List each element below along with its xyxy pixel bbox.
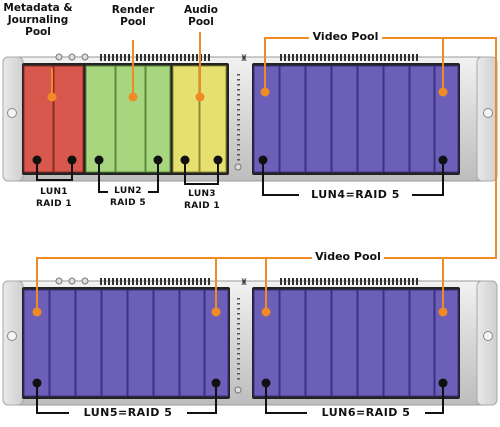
video-pool-bottom-label: Video Pool (312, 251, 384, 263)
vent-grille (280, 54, 418, 61)
audio-pool-drives (172, 65, 227, 173)
lock-icon: ♜ (240, 278, 248, 288)
power-icon (234, 163, 242, 171)
video-pool-drives (253, 289, 459, 397)
lun-markers (32, 155, 448, 388)
power-icon (55, 53, 63, 61)
vent-grille (100, 278, 210, 285)
video-pool-top-label: Video Pool (309, 31, 382, 43)
power-icon (234, 386, 242, 394)
screw-icon (81, 277, 89, 285)
lun-brackets (36, 160, 444, 414)
render-pool-label: Render Pool (105, 4, 161, 28)
lock-icon: ♜ (240, 54, 248, 64)
screw-icon (7, 331, 17, 341)
screw-icon (7, 108, 17, 118)
vent-grille (100, 54, 210, 61)
top-enclosure: ♜ (2, 53, 498, 182)
lun5-label: LUN5=RAID 5 (69, 407, 187, 418)
screw-icon (81, 53, 89, 61)
pool-connectors (36, 32, 497, 312)
audio-pool-label: Audio Pool (180, 4, 222, 28)
power-icon (55, 277, 63, 285)
lun3-raid-label: RAID 1 (184, 201, 220, 211)
vent-grille (280, 278, 418, 285)
metadata-pool-drives (23, 65, 84, 173)
metadata-pool-label: Metadata & Journaling Pool (2, 2, 74, 38)
lun2-label: LUN2 (108, 186, 148, 197)
lun3-label: LUN3 (188, 189, 216, 199)
screw-icon (483, 108, 493, 118)
led-column (237, 74, 240, 161)
bottom-enclosure: ♜ (2, 277, 498, 406)
screw-icon (483, 331, 493, 341)
lock-icon (68, 53, 76, 61)
lock-icon (68, 277, 76, 285)
lun6-label: LUN6=RAID 5 (307, 407, 425, 418)
render-pool-drives (85, 65, 171, 173)
lun4-label: LUN4=RAID 5 (299, 189, 412, 200)
video-pool-drives (253, 65, 459, 173)
pool-markers (32, 87, 448, 317)
lun1-label: LUN1 (40, 187, 68, 197)
lun1-raid-label: RAID 1 (36, 199, 72, 209)
led-column (237, 298, 240, 380)
lun2-raid-label: RAID 5 (110, 198, 146, 208)
video-pool-drives (23, 289, 229, 397)
